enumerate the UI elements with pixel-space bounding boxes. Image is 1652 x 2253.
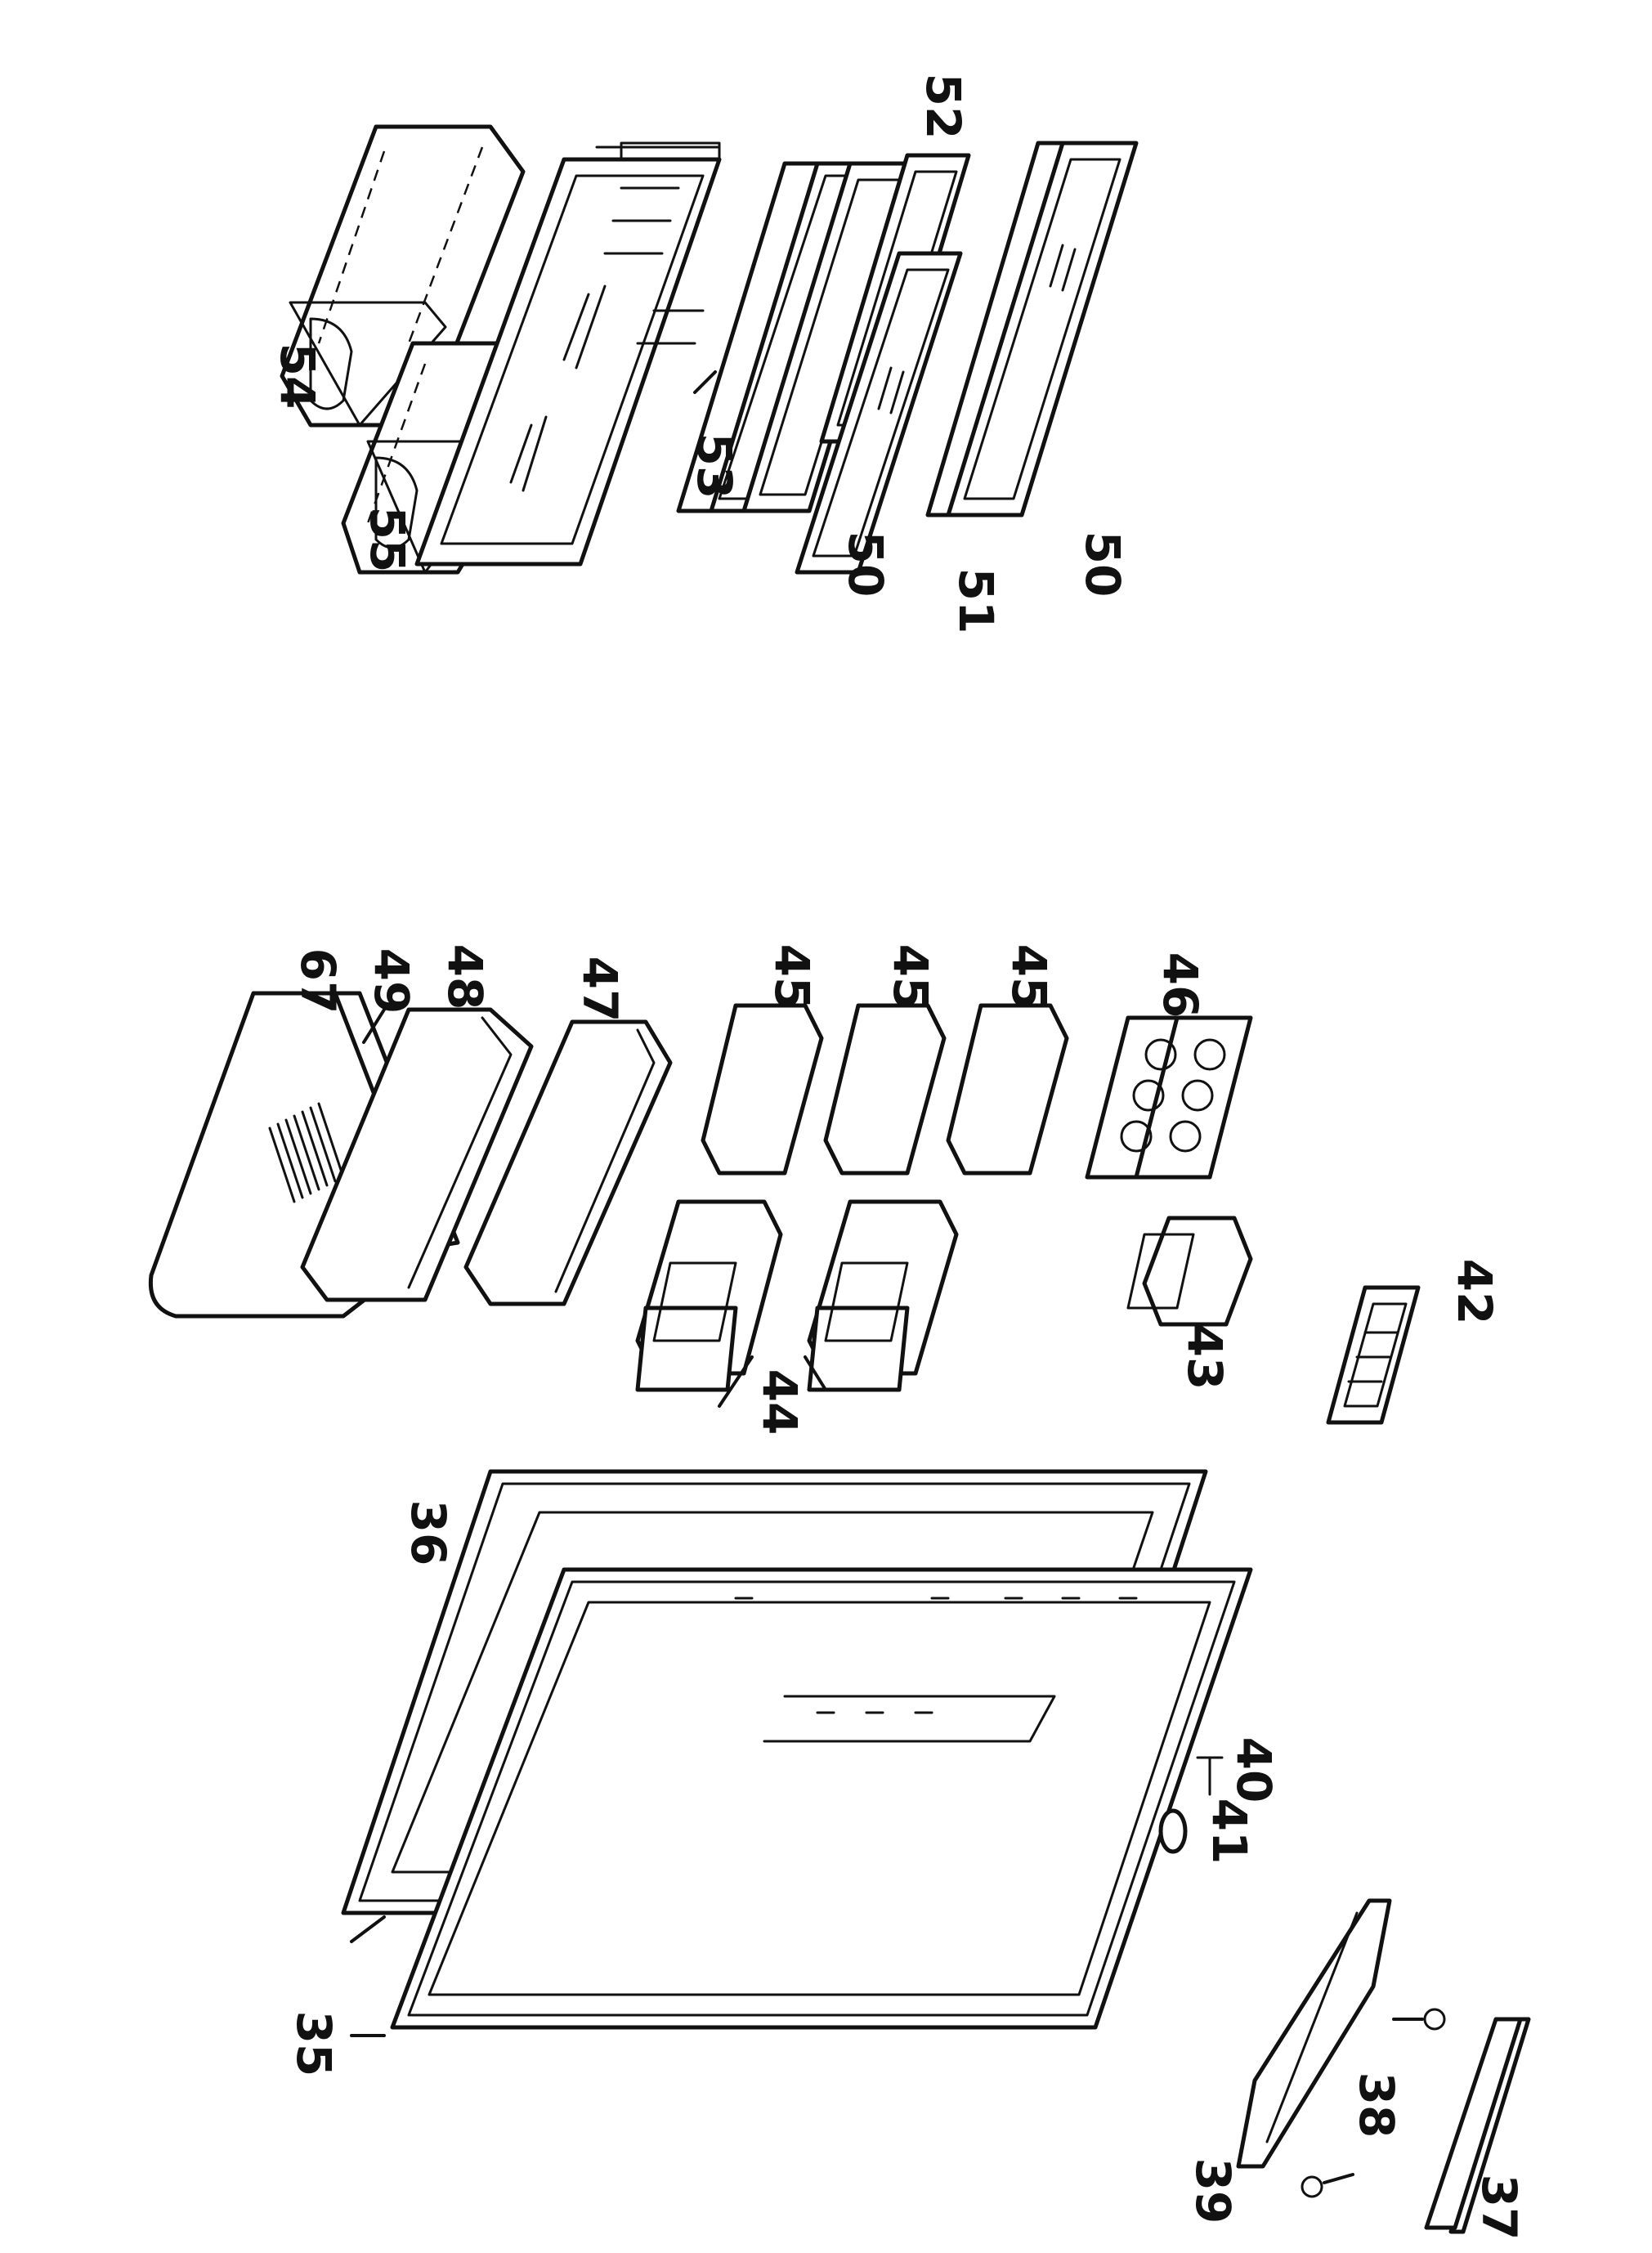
callout-45a: 45	[764, 944, 820, 1010]
callout-42: 42	[1447, 1259, 1502, 1325]
callout-67: 67	[290, 948, 346, 1015]
screw-40	[1196, 1756, 1224, 1796]
callout-44: 44	[752, 1369, 808, 1436]
callout-45c: 45	[1001, 944, 1057, 1010]
callout-37: 37	[1471, 2175, 1527, 2241]
callout-35: 35	[286, 2011, 342, 2077]
callout-46: 46	[1153, 952, 1208, 1019]
callout-50a: 50	[838, 531, 893, 598]
cap-41	[1158, 1808, 1188, 1854]
egg-tray-pair	[1085, 1015, 1253, 1180]
callout-45b: 45	[883, 944, 938, 1010]
callout-47: 47	[572, 956, 628, 1023]
callout-49: 49	[364, 948, 419, 1015]
glass-shelf-51	[795, 251, 963, 575]
door-bin-47	[463, 1019, 673, 1306]
callout-38: 38	[1349, 2072, 1404, 2139]
door-handle	[1424, 2017, 1531, 2234]
hinge-screws	[1301, 2008, 1446, 2198]
callout-50b: 50	[1075, 531, 1130, 598]
door-bin-44-right	[807, 1199, 959, 1392]
crisper-cover-frame	[603, 141, 721, 345]
door-bin-44-left	[635, 1199, 783, 1392]
small-bin-45-b	[823, 1003, 947, 1176]
crisper-cover	[414, 141, 722, 567]
door-bin-48	[300, 1007, 534, 1302]
callout-51: 51	[948, 568, 1004, 634]
callout-40: 40	[1226, 1737, 1282, 1803]
callout-52: 52	[916, 74, 971, 140]
callout-36: 36	[401, 1500, 456, 1566]
callout-labels: 35 36 37 38 39 40 41 42 43 44 45 45 45 4…	[270, 74, 1527, 2241]
callout-53: 53	[687, 433, 742, 499]
callout-39: 39	[1185, 2158, 1241, 2224]
small-bin-45-a	[701, 1003, 824, 1176]
glass-shelf-right	[925, 141, 1139, 517]
callout-41: 41	[1202, 1798, 1257, 1865]
crisper-drawer-upper	[280, 124, 526, 428]
callout-54: 54	[270, 343, 325, 410]
glass-shelf-a	[741, 161, 918, 513]
refrigerator-door	[390, 1567, 1253, 2030]
door-hinge	[1236, 1898, 1392, 2169]
callout-48: 48	[437, 944, 493, 1010]
ice-tray	[1326, 1285, 1421, 1425]
callout-55: 55	[360, 507, 415, 573]
butter-dish	[1126, 1216, 1253, 1327]
callout-43: 43	[1177, 1324, 1233, 1391]
small-bin-45-c	[946, 1003, 1069, 1176]
door-liner-rail	[734, 1597, 1138, 1743]
dairy-compartment-door-vents	[268, 1102, 345, 1203]
